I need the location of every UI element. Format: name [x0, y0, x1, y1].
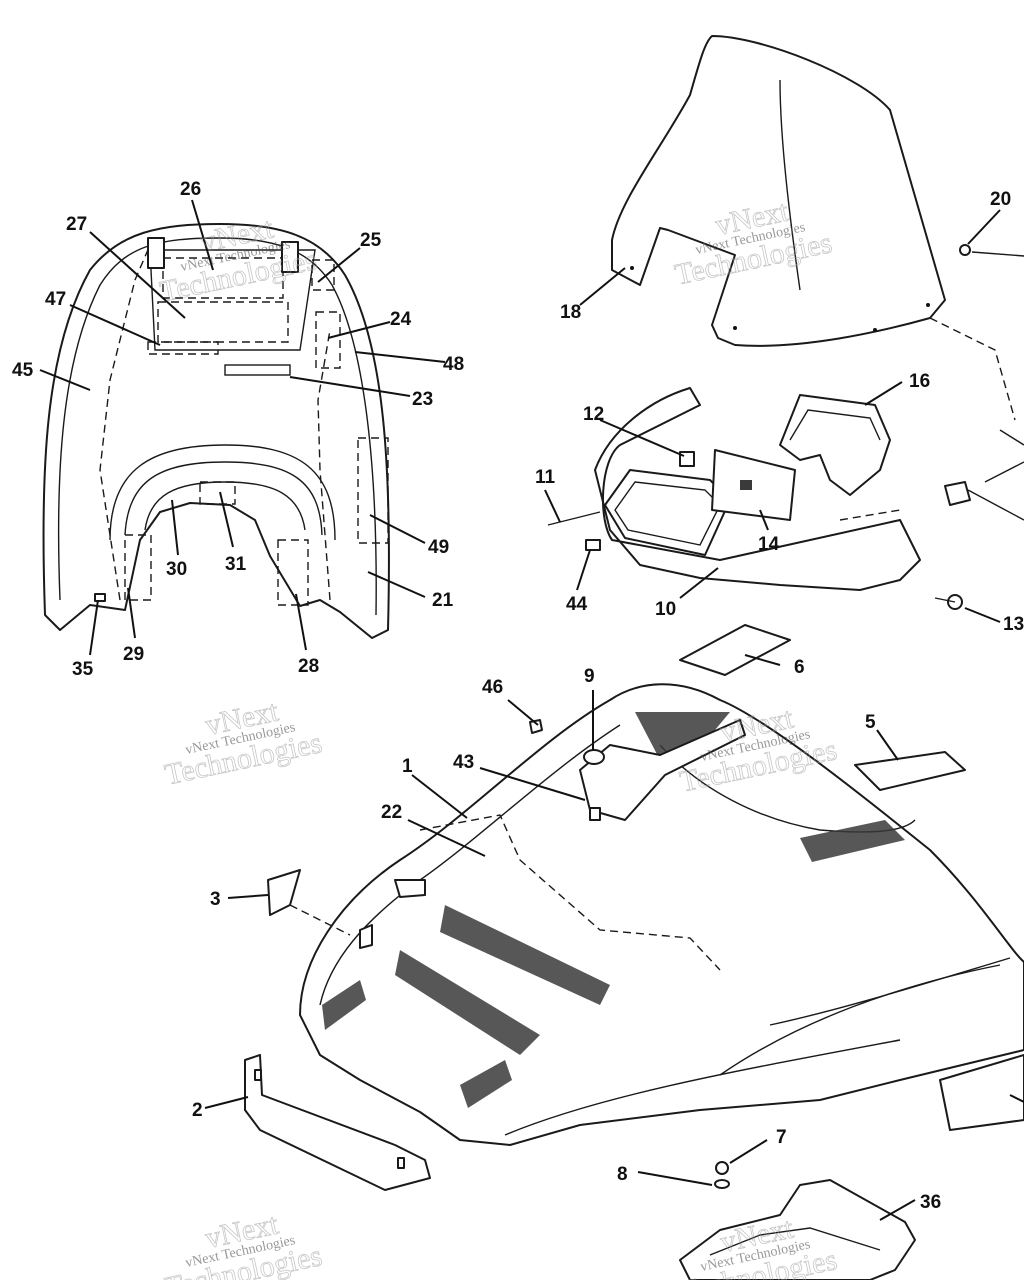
callout-47: 47 — [45, 289, 66, 310]
callout-35: 35 — [72, 659, 94, 680]
callout-31: 31 — [225, 554, 247, 575]
callout-6: 6 — [794, 657, 805, 678]
callout-12: 12 — [583, 404, 604, 425]
callout-28: 28 — [298, 656, 319, 677]
watermarks: vNext vNext Technologies Technologies vN… — [157, 194, 841, 1280]
console-assembly — [547, 244, 1024, 610]
callout-23: 23 — [412, 389, 433, 410]
callout-13: 13 — [1003, 614, 1024, 635]
callout-30: 30 — [166, 559, 187, 580]
main-hood — [299, 683, 1024, 1146]
callout-18: 18 — [560, 302, 581, 323]
callout-8: 8 — [617, 1164, 628, 1185]
callout-11: 11 — [535, 467, 556, 488]
callout-45: 45 — [12, 360, 34, 381]
callout-46: 46 — [482, 677, 503, 698]
callout-43: 43 — [453, 752, 474, 773]
part-7 — [715, 1161, 729, 1175]
windshield — [611, 35, 946, 347]
callout-labels: 26 27 47 45 25 24 48 23 49 21 30 31 29 2… — [12, 179, 1024, 1213]
callout-22: 22 — [381, 802, 402, 823]
callout-9: 9 — [584, 666, 595, 687]
hood-top-view — [42, 223, 390, 639]
callout-21: 21 — [432, 590, 454, 611]
callout-48: 48 — [443, 354, 464, 375]
callout-14: 14 — [758, 534, 780, 555]
callout-29: 29 — [123, 644, 144, 665]
callout-5: 5 — [865, 712, 876, 733]
callout-7: 7 — [776, 1127, 787, 1148]
callout-25: 25 — [360, 230, 382, 251]
part-6 — [679, 624, 791, 676]
callout-27: 27 — [66, 214, 87, 235]
callout-24: 24 — [390, 309, 412, 330]
callout-3: 3 — [210, 889, 221, 910]
callout-49: 49 — [428, 537, 449, 558]
callout-1: 1 — [402, 756, 413, 777]
callout-2: 2 — [192, 1100, 203, 1121]
callout-10: 10 — [655, 599, 676, 620]
callout-26: 26 — [180, 179, 201, 200]
callout-36: 36 — [920, 1192, 941, 1213]
callout-20: 20 — [990, 189, 1011, 210]
callout-44: 44 — [566, 594, 588, 615]
callout-16: 16 — [909, 371, 930, 392]
leader-lines — [39, 199, 1024, 1221]
part-5 — [854, 751, 966, 791]
part-8 — [714, 1179, 730, 1189]
